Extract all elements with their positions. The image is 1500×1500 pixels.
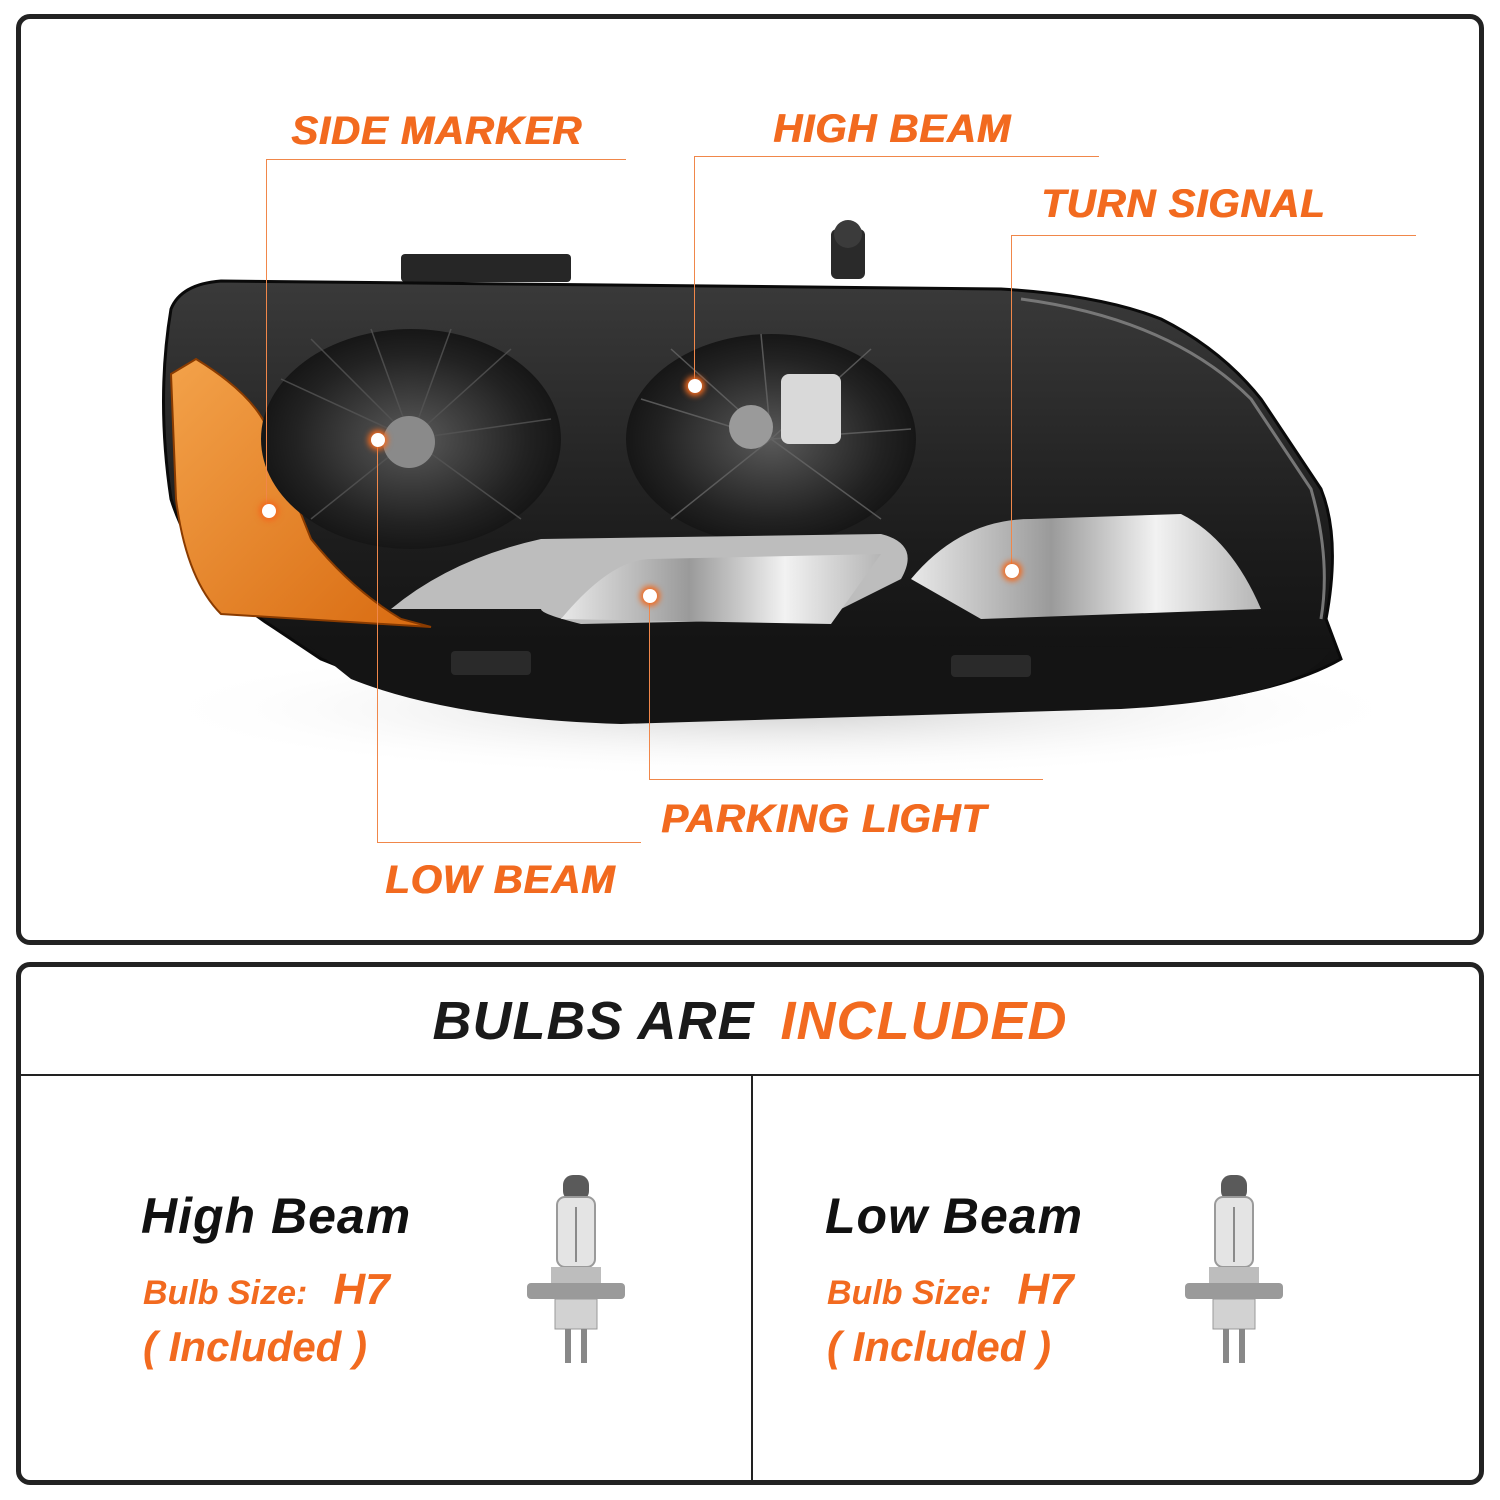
turn-signal-dot bbox=[1005, 564, 1019, 578]
bulbs-included-panel: BULBS ARE INCLUDED High Beam Bulb Size: H7… bbox=[16, 962, 1484, 1485]
low-beam-size-value: H7 bbox=[1017, 1265, 1074, 1314]
h7-bulb-icon bbox=[527, 1175, 625, 1363]
parking-light-dot bbox=[643, 589, 657, 603]
low-beam-title: Low Beam bbox=[825, 1188, 1084, 1244]
side-marker-dot bbox=[262, 504, 276, 518]
turn-signal-leader-h bbox=[1011, 235, 1416, 236]
parking-light-label: PARKING LIGHT bbox=[661, 797, 987, 841]
side-marker-leader-v bbox=[266, 159, 267, 511]
low-beam-size-label: Bulb Size: bbox=[827, 1274, 992, 1312]
high-beam-leader-v bbox=[694, 156, 695, 386]
high-beam-leader-h bbox=[694, 156, 1099, 157]
low-beam-dot bbox=[371, 433, 385, 447]
side-marker-leader-h bbox=[266, 159, 626, 160]
high-beam-included: ( Included ) bbox=[143, 1323, 367, 1370]
low-beam-included: ( Included ) bbox=[827, 1323, 1051, 1370]
low-beam-size: Bulb Size: H7 bbox=[827, 1265, 1074, 1315]
column-divider bbox=[751, 1076, 753, 1480]
h7-bulb-icon bbox=[1185, 1175, 1283, 1363]
bulbs-header: BULBS ARE INCLUDED bbox=[21, 985, 1479, 1057]
high-beam-label: HIGH BEAM bbox=[773, 107, 1011, 151]
low-beam-leader-h bbox=[377, 842, 641, 843]
bulbs-header-dark: BULBS ARE bbox=[432, 991, 755, 1051]
headlight-diagram-panel: SIDE MARKER HIGH BEAM TURN SIGNAL PARKIN… bbox=[16, 14, 1484, 945]
headlight-image bbox=[141, 220, 1421, 779]
header-divider bbox=[21, 1074, 1479, 1076]
high-beam-size-value: H7 bbox=[333, 1265, 390, 1314]
high-beam-size-label: Bulb Size: bbox=[143, 1274, 308, 1312]
parking-light-leader-v bbox=[649, 595, 650, 779]
parking-light-leader-h bbox=[649, 779, 1043, 780]
low-beam-leader-v bbox=[377, 439, 378, 842]
high-beam-dot bbox=[688, 379, 702, 393]
turn-signal-label: TURN SIGNAL bbox=[1041, 182, 1326, 226]
high-beam-size: Bulb Size: H7 bbox=[143, 1265, 390, 1315]
bulbs-header-orange: INCLUDED bbox=[780, 991, 1068, 1051]
side-marker-label: SIDE MARKER bbox=[291, 109, 583, 153]
low-beam-label: LOW BEAM bbox=[385, 858, 616, 902]
high-beam-title: High Beam bbox=[141, 1188, 412, 1244]
turn-signal-leader-v bbox=[1011, 235, 1012, 570]
